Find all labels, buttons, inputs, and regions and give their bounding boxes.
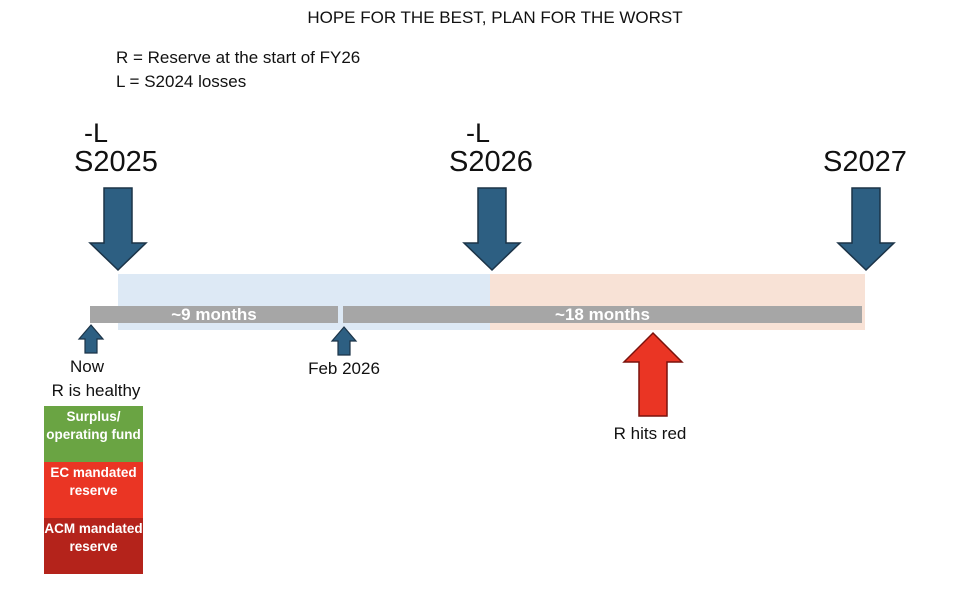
diagram-title: HOPE FOR THE BEST, PLAN FOR THE WORST xyxy=(307,8,683,27)
ec-mandated-reserve-box: EC mandated reserve xyxy=(44,462,143,518)
reserve-red-label: R hits red xyxy=(613,424,687,443)
s2026-loss-label: -L xyxy=(466,118,491,148)
red-up-arrow xyxy=(622,331,684,417)
definition-losses: L = S2024 losses xyxy=(116,72,247,91)
duration-nine-months: ~9 months xyxy=(171,305,257,324)
s2027-label: S2027 xyxy=(823,146,907,178)
now-up-arrow xyxy=(77,324,105,354)
s2025-down-arrow xyxy=(88,187,148,272)
acm-mandated-reserve-box: ACM mandated reserve xyxy=(44,518,143,574)
timeline-segment-second xyxy=(343,306,862,323)
s2025-loss-label: -L xyxy=(84,118,109,148)
reserve-healthy-label: R is healthy xyxy=(51,381,141,400)
feb-2026-label: Feb 2026 xyxy=(308,359,380,378)
now-label: Now xyxy=(69,357,104,376)
duration-eighteen-months: ~18 months xyxy=(555,305,650,324)
s2026-down-arrow xyxy=(462,187,522,272)
s2025-label: S2025 xyxy=(74,146,158,178)
definition-reserve: R = Reserve at the start of FY26 xyxy=(116,48,361,67)
feb-up-arrow xyxy=(330,326,358,356)
s2026-label: S2026 xyxy=(449,146,533,178)
surplus-operating-fund-box: Surplus/ operating fund xyxy=(44,406,143,462)
timeline-segment-first xyxy=(90,306,338,323)
s2027-down-arrow xyxy=(836,187,896,272)
